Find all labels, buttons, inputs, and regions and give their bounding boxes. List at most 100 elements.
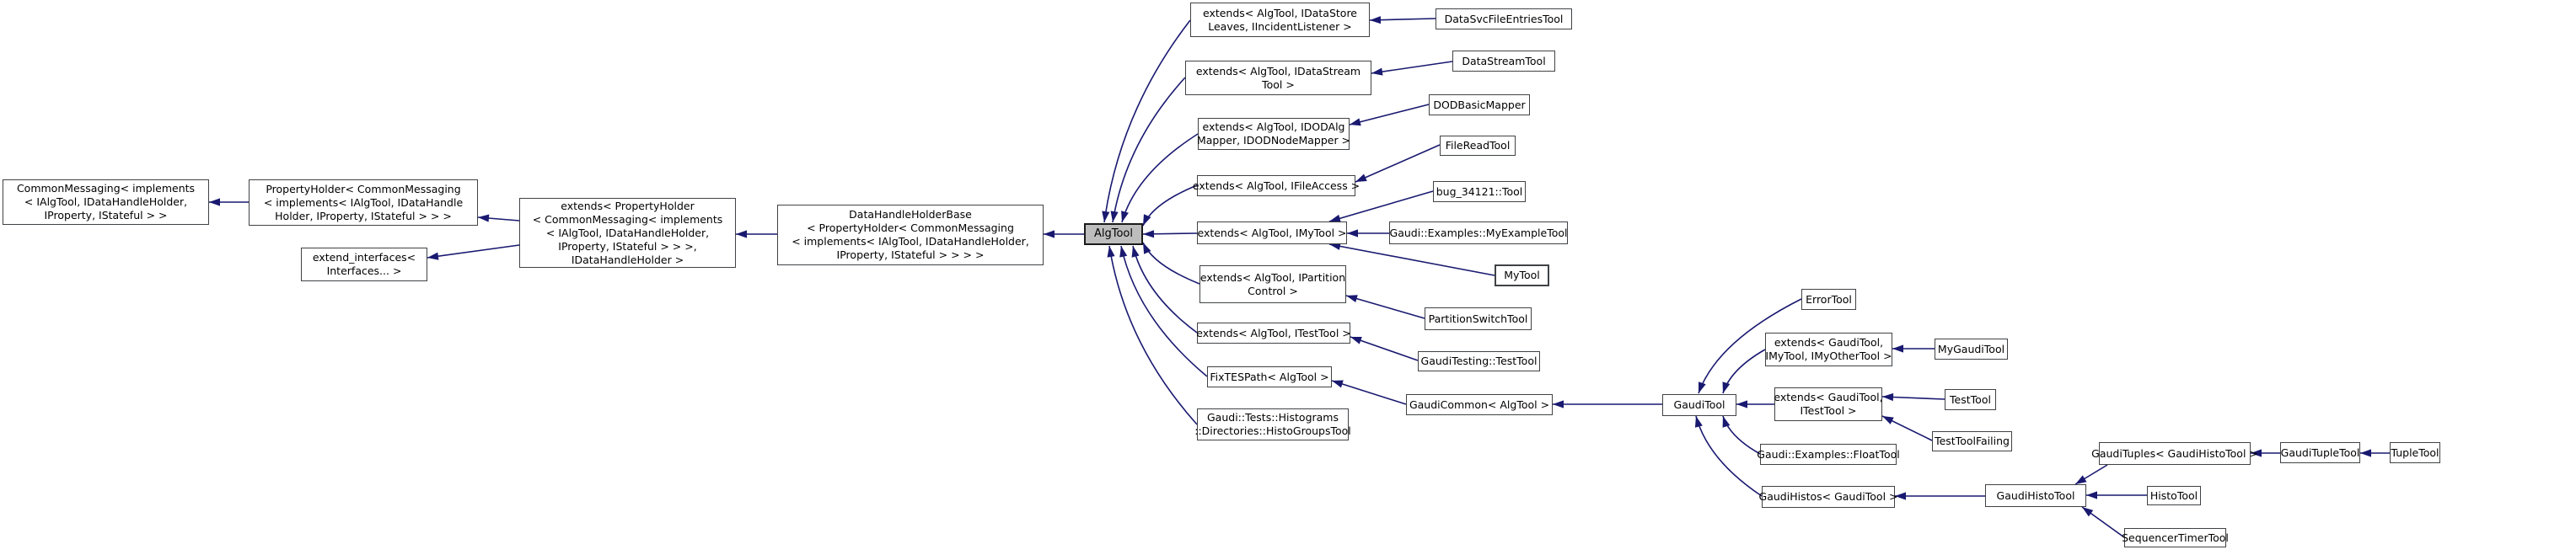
class-node-ext-itesttool[interactable]: extends< AlgTool, ITestTool > [1196,323,1351,344]
class-node-label: SequencerTimerTool [2122,531,2229,544]
edge-testtoolfailing-to-ext-gauditool-itesttool [1881,415,1933,441]
class-node-label: DataHandleHolderBase [849,208,972,221]
arrowhead-icon [1044,230,1055,238]
class-node-common-messaging[interactable]: CommonMessaging< implements< IAlgTool, I… [3,179,209,225]
class-node-label: GaudiCommon< AlgTool > [1409,398,1550,411]
class-node-label: < implements< IAlgTool, IDataHandleHolde… [792,235,1029,248]
arrowhead-icon [1882,416,1894,424]
arrowhead-icon [1371,67,1383,76]
edge-ext-ipartition-to-algtool [1142,242,1200,285]
class-node-gauditupletool[interactable]: GaudiTupleTool [2280,442,2360,463]
class-node-testtoolfailing[interactable]: TestToolFailing [1932,431,2012,451]
class-node-label: DataStreamTool [1462,54,1546,67]
class-node-datastreamtool[interactable]: DataStreamTool [1452,51,1555,72]
arrowhead-icon [1107,246,1115,258]
edge-testtool-to-ext-gauditool-itesttool [1881,392,1945,402]
class-node-label: extend_interfaces< [312,251,416,264]
arrowhead-icon [1119,246,1128,258]
class-node-label: Gaudi::Examples::MyExampleTool [1389,226,1568,239]
edge-ext-ifileaccess-to-algtool [1142,184,1198,227]
class-node-gaudituples[interactable]: GaudiTuples< GaudiHistoTool > [2091,442,2258,465]
class-node-histotool[interactable]: HistoTool [2147,486,2201,505]
class-node-bug-34121-tool[interactable]: bug_34121::Tool [1433,181,1526,202]
class-node-label: extends< AlgTool, IPartition [1199,270,1346,284]
class-node-datasvcfileentriestool[interactable]: DataSvcFileEntriesTool [1436,8,1572,29]
class-node-label: Holder, IProperty, IStateful > > > [275,209,452,222]
class-node-histogroupstool[interactable]: Gaudi::Tests::Histograms::Directories::H… [1194,408,1351,440]
arrowhead-icon [1370,16,1382,24]
edge-histogroupstool-to-algtool [1107,245,1198,425]
edge-algtool-to-datahandleholderbase [1044,230,1084,238]
class-node-label: DataSvcFileEntriesTool [1444,12,1564,25]
class-node-label: FileReadTool [1445,139,1511,152]
class-node-extends-propertyholder[interactable]: extends< PropertyHolder< CommonMessaging… [519,198,736,268]
class-node-gaudihistotool[interactable]: GaudiHistoTool [1985,484,2086,507]
arrowhead-icon [2086,491,2097,499]
class-node-partitionswitchtool[interactable]: PartitionSwitchTool [1425,307,1532,330]
edge-ext-idatastore-to-algtool [1102,19,1191,223]
edge-histotool-to-gaudihistotool [2086,491,2147,499]
class-node-errortool[interactable]: ErrorTool [1801,289,1856,310]
class-node-gaudicommon[interactable]: GaudiCommon< AlgTool > [1406,394,1553,415]
class-node-mygauditool[interactable]: MyGaudiTool [1935,339,2008,360]
edge-fixtespath-to-algtool [1119,245,1208,377]
edge-filereadtool-to-ext-ifileaccess [1355,144,1441,183]
class-node-label: ITestTool > [1800,404,1857,417]
class-node-extend-interfaces[interactable]: extend_interfaces<Interfaces... > [301,248,427,281]
class-node-algtool[interactable]: AlgTool [1084,223,1143,245]
class-node-ext-gauditool-imytool[interactable]: extends< GaudiTool,IMyTool, IMyOtherTool… [1765,333,1892,366]
class-node-floattool[interactable]: Gaudi::Examples::FloatTool [1757,444,1900,465]
edge-gaudihistos-to-gauditool [1694,415,1763,497]
class-node-label: HistoTool [2149,488,2198,502]
arrowhead-icon [1102,211,1110,222]
class-node-fixtespath[interactable]: FixTESPath< AlgTool > [1207,366,1332,387]
arrowhead-icon [1722,382,1731,393]
class-node-label: Gaudi::Tests::Histograms [1206,411,1339,424]
edge-sequencertimertool-to-gaudihistotool [2081,506,2125,538]
class-node-datahandleholderbase[interactable]: DataHandleHolderBase< PropertyHolder< Co… [777,205,1044,265]
class-node-label: < IAlgTool, IDataHandleHolder, [24,195,188,208]
class-node-ext-imytool[interactable]: extends< AlgTool, IMyTool > [1197,221,1347,244]
class-node-mytool[interactable]: MyTool [1495,264,1549,286]
arrowhead-icon [209,198,220,206]
arrowhead-icon [1553,400,1564,408]
class-node-label: Leaves, IIncidentListener > [1208,19,1352,33]
arrowhead-icon [1895,492,1906,500]
class-node-myexampletool[interactable]: Gaudi::Examples::MyExampleTool [1389,221,1568,244]
class-node-label: GaudiTupleTool [2280,446,2360,459]
edge-extends-propertyholder-to-property-holder [477,214,520,222]
class-node-label: IMyTool, IMyOtherTool > [1765,350,1892,362]
class-node-filereadtool[interactable]: FileReadTool [1440,136,1516,156]
edge-property-holder-to-common-messaging [209,198,249,206]
class-node-label: Gaudi::Examples::FloatTool [1757,447,1900,461]
class-node-gaudihistos[interactable]: GaudiHistos< GaudiTool > [1758,486,1898,508]
class-node-label: bug_34121::Tool [1436,184,1523,198]
class-node-label: TestToolFailing [1935,435,2010,447]
class-node-label: < CommonMessaging< implements [532,212,723,226]
edge-ext-gauditool-itesttool-to-gauditool [1736,400,1774,408]
class-node-tupletool[interactable]: TupleTool [2390,442,2440,463]
class-node-label: IProperty, IStateful > > > > [836,248,985,261]
class-node-label: Interfaces... > [326,264,402,277]
class-node-dodbasicmapper[interactable]: DODBasicMapper [1429,94,1530,115]
class-node-property-holder[interactable]: PropertyHolder< CommonMessaging< impleme… [249,179,478,226]
class-node-sequencertimertool[interactable]: SequencerTimerTool [2122,528,2229,547]
class-node-testtool[interactable]: TestTool [1945,389,1996,410]
class-node-label: GaudiHistos< GaudiTool > [1758,490,1898,503]
class-node-gauditesting-testtool[interactable]: GaudiTesting::TestTool [1418,351,1540,371]
class-node-label: Mapper, IDODNodeMapper > [1196,134,1351,147]
arrowhead-icon [1329,214,1341,222]
edge-partitionswitchtool-to-ext-ipartition [1345,295,1425,319]
class-node-ext-gauditool-itesttool[interactable]: extends< GaudiTool,ITestTool > [1774,387,1883,421]
edge-myexampletool-to-ext-imytool [1347,229,1389,237]
class-node-label: < IAlgTool, IDataHandleHolder, [545,226,710,239]
class-node-gauditool[interactable]: GaudiTool [1662,394,1736,416]
class-node-ext-ifileaccess[interactable]: extends< AlgTool, IFileAccess > [1193,175,1360,196]
class-node-label: < implements< IAlgTool, IDataHandle [263,195,464,209]
